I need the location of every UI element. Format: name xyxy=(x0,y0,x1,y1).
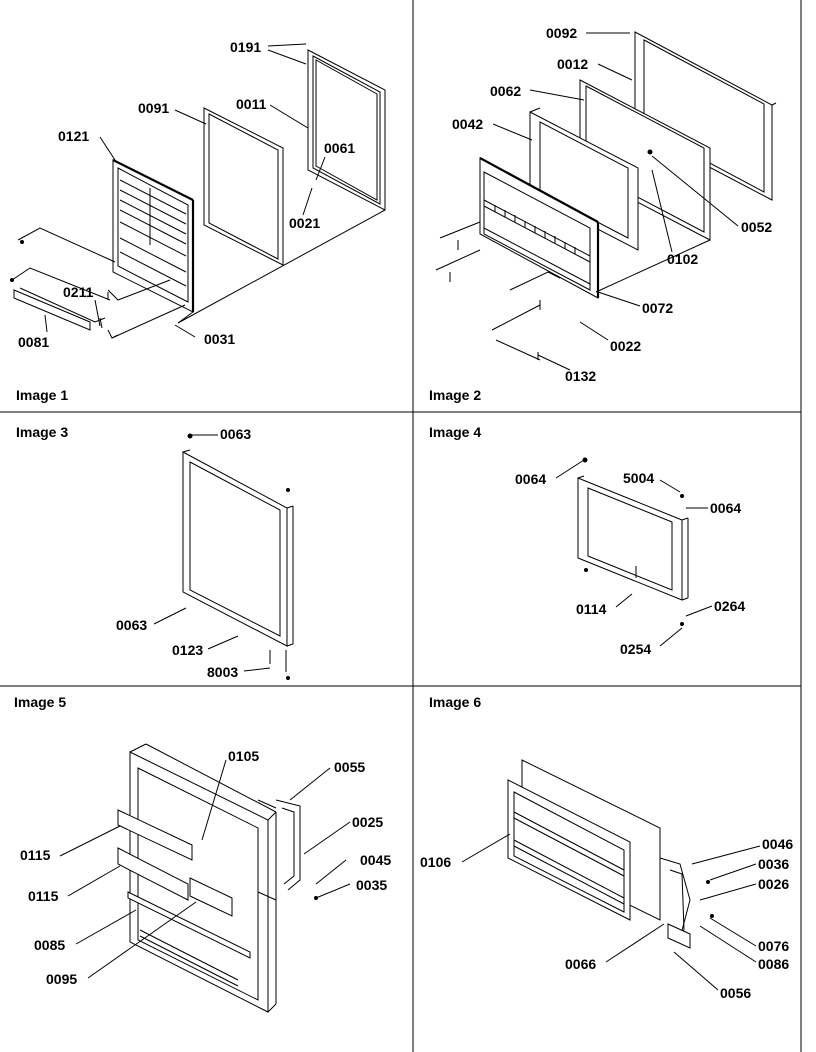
part-label: 0042 xyxy=(452,116,484,132)
image-4-drawing xyxy=(555,457,713,647)
part-label: 0022 xyxy=(610,338,642,354)
part-label: 0026 xyxy=(758,876,790,892)
part-label: 0105 xyxy=(228,748,260,764)
panel-caption: Image 4 xyxy=(429,424,482,440)
part-label: 0123 xyxy=(172,642,204,658)
basket-0072 xyxy=(479,157,600,299)
image-5-leaders xyxy=(59,759,351,979)
image-1-drawing xyxy=(10,43,386,339)
part-label: 0115 xyxy=(28,888,59,904)
door-frame-image-4 xyxy=(577,475,689,601)
panel-caption: Image 3 xyxy=(16,424,69,440)
liner-frame-0042 xyxy=(529,107,639,251)
part-label: 0036 xyxy=(758,856,790,872)
part-label: 0011 xyxy=(236,96,267,112)
part-label: 0132 xyxy=(565,368,597,384)
part-label: 0012 xyxy=(557,56,589,72)
part-label: 0191 xyxy=(230,39,262,55)
fridge-door-image-5 xyxy=(117,743,277,1013)
image-3-leaders xyxy=(153,433,290,680)
part-label: 0046 xyxy=(762,836,794,852)
door-panel-0011 xyxy=(307,49,386,211)
part-label: 0045 xyxy=(360,852,392,868)
panel-caption: Image 1 xyxy=(16,387,69,403)
part-label: 0021 xyxy=(289,215,321,231)
image-3-drawing xyxy=(153,433,294,680)
panel-caption: Image 2 xyxy=(429,387,482,403)
part-label: 0063 xyxy=(116,617,148,633)
part-label: 0086 xyxy=(758,956,790,972)
part-label: 0055 xyxy=(334,759,366,775)
part-label: 0056 xyxy=(720,985,752,1001)
image-6-drawing xyxy=(461,759,761,991)
part-label: 0064 xyxy=(515,471,547,487)
door-liner-0121 xyxy=(112,159,195,313)
gasket-0091 xyxy=(203,107,284,266)
drawer-slide-image-6 xyxy=(659,857,691,949)
part-label: 0061 xyxy=(324,140,356,156)
part-label: 0062 xyxy=(490,83,522,99)
image-4-leaders xyxy=(555,457,713,647)
part-label: 0081 xyxy=(18,334,50,350)
part-label: 0085 xyxy=(34,937,66,953)
image-5-drawing xyxy=(59,743,351,1013)
image-6-leaders xyxy=(461,833,761,991)
outer-door-0092 xyxy=(634,31,777,201)
freezer-drawer-image-6 xyxy=(507,759,661,921)
part-label: 0106 xyxy=(420,854,452,870)
part-label: 0114 xyxy=(576,601,607,617)
part-label: 8003 xyxy=(207,664,239,680)
part-label: 0064 xyxy=(710,500,742,516)
part-label: 0066 xyxy=(565,956,597,972)
door-frame-image-3 xyxy=(182,449,294,647)
part-label: 0052 xyxy=(741,219,773,235)
part-label: 0102 xyxy=(667,251,699,267)
part-label: 0095 xyxy=(46,971,78,987)
image-1-leaders xyxy=(10,43,386,339)
part-label: 0115 xyxy=(20,847,51,863)
part-label: 0254 xyxy=(620,641,652,657)
part-label: 0211 xyxy=(63,284,94,300)
part-label: 0264 xyxy=(714,598,746,614)
part-label: 0035 xyxy=(356,877,388,893)
part-label: 0092 xyxy=(546,25,578,41)
part-label: 0091 xyxy=(138,100,170,116)
part-label: 0121 xyxy=(58,128,90,144)
part-label: 5004 xyxy=(623,470,655,486)
part-label: 0063 xyxy=(220,426,252,442)
part-label: 0072 xyxy=(642,300,674,316)
panel-caption: Image 5 xyxy=(14,694,67,710)
panel-caption: Image 6 xyxy=(429,694,482,710)
image-2-drawing xyxy=(435,31,777,371)
image-2-leaders xyxy=(435,32,739,371)
part-label: 0076 xyxy=(758,938,790,954)
part-label: 0031 xyxy=(204,331,236,347)
door-hinge-image-5 xyxy=(257,799,301,901)
part-label: 0025 xyxy=(352,814,384,830)
